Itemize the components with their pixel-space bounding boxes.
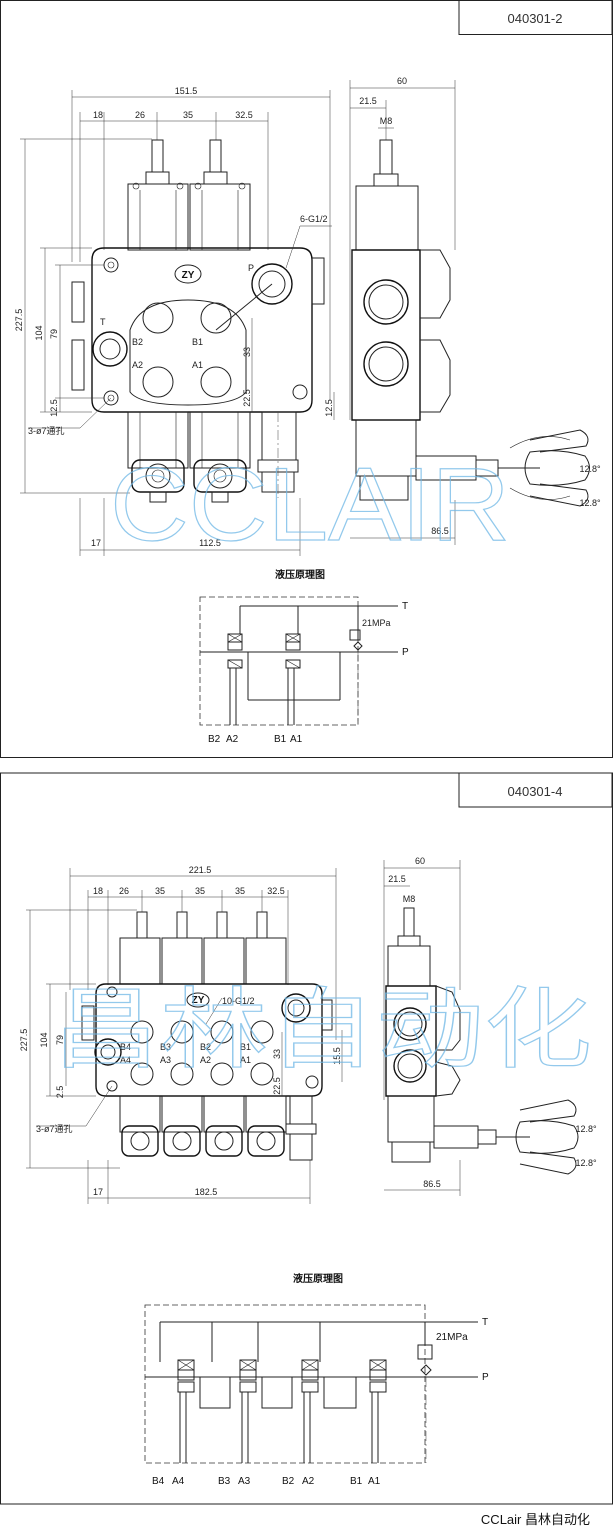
schematic-1-a2: A2 — [226, 734, 239, 745]
port2-a1: A1 — [240, 1055, 251, 1065]
schematic-1-b1: B1 — [274, 734, 287, 745]
dim-height-total: 227.5 — [14, 309, 24, 332]
dim2-79: 79 — [55, 1035, 65, 1045]
dim-bottom-17: 17 — [91, 538, 101, 548]
dim2-width-total: 221.5 — [189, 865, 212, 875]
schematic-2-b4: B4 — [152, 1476, 165, 1487]
schematic-1-t: T — [402, 601, 408, 612]
schematic-2-a3: A3 — [238, 1476, 251, 1487]
sheet-1-schematic: 液压原理图 — [199, 568, 409, 745]
side-dim-m8: M8 — [380, 116, 393, 126]
port-p: P — [248, 263, 254, 273]
port2-b2: B2 — [200, 1042, 211, 1052]
schematic-2-b1: B1 — [350, 1476, 363, 1487]
dim-35: 35 — [183, 110, 193, 120]
dim2-35a: 35 — [155, 886, 165, 896]
sheet-1: 040301-2 151.5 18 26 35 32.5 — [0, 0, 613, 758]
dim-33: 33 — [242, 347, 252, 357]
schematic-1-a1: A1 — [290, 734, 303, 745]
side-dim-21-5: 21.5 — [359, 96, 377, 106]
dim-12-5-left: 12.5 — [49, 399, 59, 417]
watermark-top: CCLAIR — [110, 447, 510, 563]
sheet-1-code: 040301-2 — [508, 11, 563, 26]
footer-brand: CCLair 昌林自动化 — [481, 1512, 590, 1527]
port-t: T — [100, 317, 106, 327]
dim-79: 79 — [49, 329, 59, 339]
dim-104: 104 — [34, 325, 44, 340]
side-dim-86-5: 86.5 — [431, 526, 449, 536]
dim2-2-5: 2.5 — [55, 1086, 65, 1099]
sheet-2-side-view: 60 21.5 M8 12.8° 12.8° 86.5 — [383, 856, 597, 1196]
schematic-2-t: T — [482, 1317, 488, 1328]
sheet-2: 040301-4 221.5 18 26 35 35 35 32.5 — [0, 772, 613, 1505]
port2-b1: B1 — [240, 1042, 251, 1052]
callout2-holes: 3-ø7通孔 — [36, 1124, 73, 1134]
side-dim-60: 60 — [397, 76, 407, 86]
port2-a2: A2 — [200, 1055, 211, 1065]
side2-angle-1: 12.8° — [575, 1124, 597, 1134]
svg-text:ZY: ZY — [192, 995, 205, 1006]
schematic-2-a4: A4 — [172, 1476, 185, 1487]
schematic-2-a2: A2 — [302, 1476, 315, 1487]
port-a2: A2 — [132, 360, 143, 370]
sheet-1-front-view: 151.5 18 26 35 32.5 — [14, 86, 335, 556]
dim-width-total: 151.5 — [175, 86, 198, 96]
port-b1: B1 — [192, 337, 203, 347]
svg-text:ZY: ZY — [182, 270, 195, 281]
sheet-2-front-view: 221.5 18 26 35 35 35 32.5 — [19, 865, 343, 1204]
side2-dim-m8: M8 — [403, 894, 416, 904]
side2-dim-86-5: 86.5 — [423, 1179, 441, 1189]
side2-dim-21-5: 21.5 — [388, 874, 406, 884]
schematic-2-pressure: 21MPa — [436, 1332, 468, 1343]
side-angle-1: 12.8° — [579, 464, 601, 474]
schematic-2-b2: B2 — [282, 1476, 295, 1487]
dim2-bottom-17: 17 — [93, 1187, 103, 1197]
callout-holes: 3-ø7通孔 — [28, 426, 65, 436]
callout-ports: 6-G1/2 — [300, 214, 328, 224]
sheet-1-title-box — [458, 0, 613, 35]
schematic-1-title: 液压原理图 — [275, 568, 325, 581]
schematic-1-pressure: 21MPa — [362, 618, 391, 628]
sheet-2-schematic: 液压原理图 — [144, 1272, 489, 1487]
schematic-2-title: 液压原理图 — [293, 1272, 343, 1285]
port2-b3: B3 — [160, 1042, 171, 1052]
dim2-height-total: 227.5 — [19, 1029, 29, 1052]
schematic-1-b2: B2 — [208, 734, 221, 745]
schematic-2-a1: A1 — [368, 1476, 381, 1487]
dim2-35c: 35 — [235, 886, 245, 896]
dim-22-5: 22.5 — [242, 389, 252, 407]
watermark-bottom: 昌林自动化 — [52, 980, 592, 1079]
port2-a3: A3 — [160, 1055, 171, 1065]
port-b2: B2 — [132, 337, 143, 347]
side2-angle-2: 12.8° — [575, 1158, 597, 1168]
dim-18: 18 — [93, 110, 103, 120]
sheet-1-side-view: 60 21.5 M8 12.8° 12.8° — [349, 76, 601, 545]
dim2-bottom-182-5: 182.5 — [195, 1187, 218, 1197]
dim2-18: 18 — [93, 886, 103, 896]
schematic-1-p: P — [402, 647, 409, 658]
dim-12-5-right: 12.5 — [324, 399, 334, 417]
callout2-ports: 10-G1/2 — [222, 996, 255, 1006]
port2-b4: B4 — [120, 1042, 131, 1052]
port-a1: A1 — [192, 360, 203, 370]
dim2-35b: 35 — [195, 886, 205, 896]
side2-dim-60: 60 — [415, 856, 425, 866]
dim-bottom-112-5: 112.5 — [199, 538, 221, 548]
sheet-2-border — [0, 772, 613, 1505]
port2-a4: A4 — [120, 1055, 131, 1065]
dim2-104: 104 — [39, 1032, 49, 1047]
dim2-15-5: 15.5 — [332, 1047, 342, 1065]
sheet-2-title-box — [458, 772, 613, 808]
schematic-2-b3: B3 — [218, 1476, 231, 1487]
schematic-2-p: P — [482, 1372, 489, 1383]
dim2-26: 26 — [119, 886, 129, 896]
dim2-22-5: 22.5 — [272, 1077, 282, 1095]
side-angle-2: 12.8° — [579, 498, 601, 508]
dim-26: 26 — [135, 110, 145, 120]
dim2-32-5: 32.5 — [267, 886, 285, 896]
dim2-33: 33 — [272, 1049, 282, 1059]
sheet-2-code: 040301-4 — [508, 784, 563, 799]
dim-32-5: 32.5 — [235, 110, 253, 120]
